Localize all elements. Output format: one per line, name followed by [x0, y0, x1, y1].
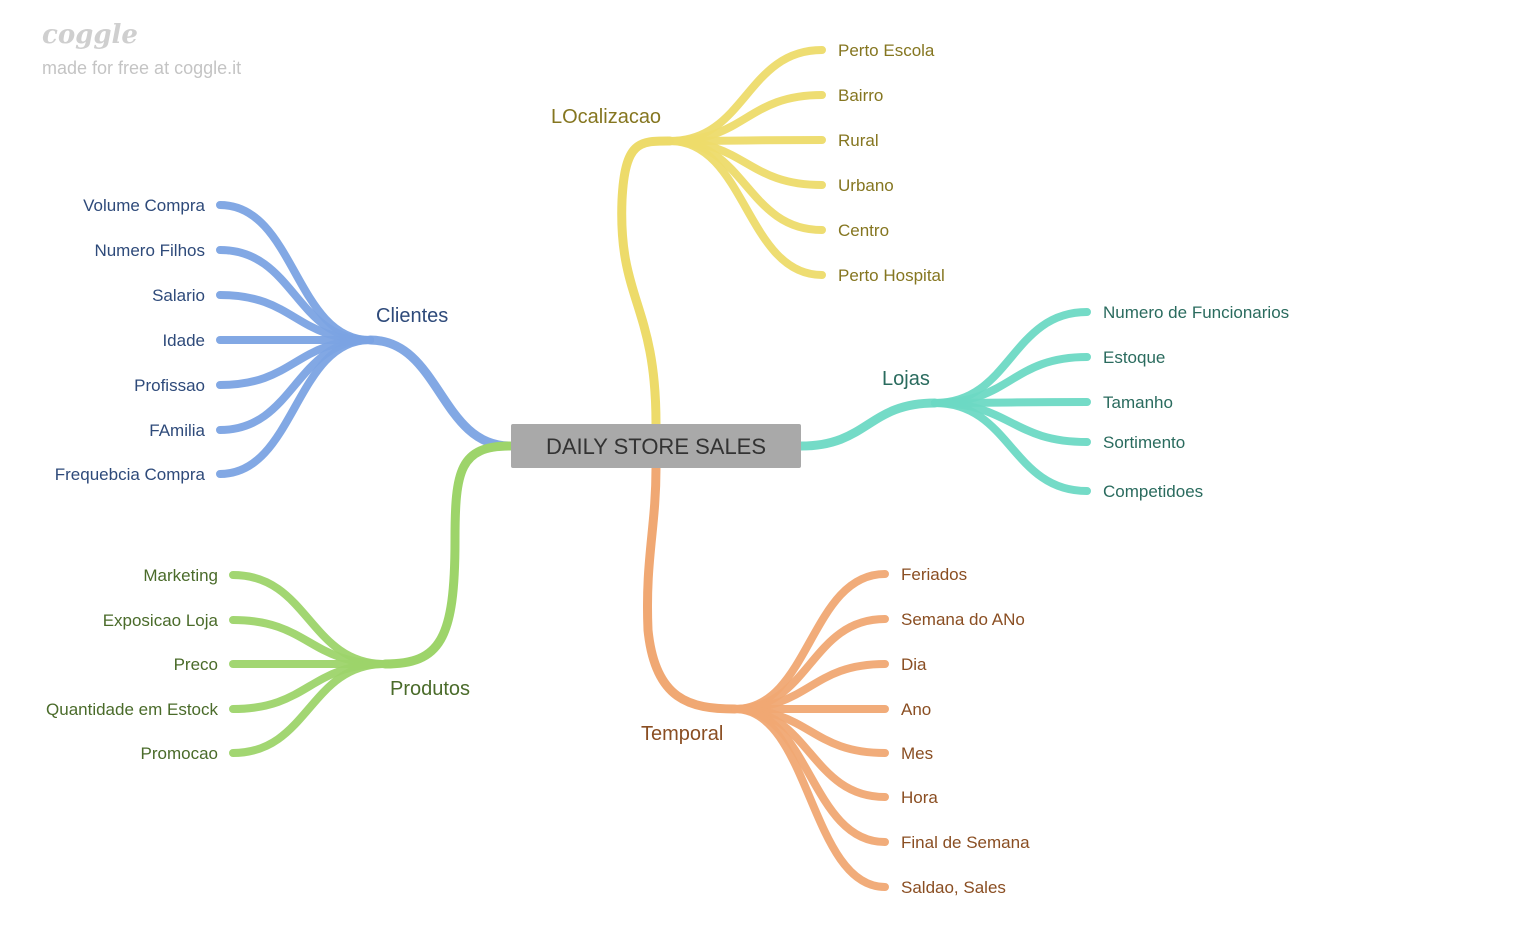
leaf-label-lojas[interactable]: Tamanho: [1103, 393, 1173, 412]
leaf-label-temporal[interactable]: Saldao, Sales: [901, 878, 1006, 897]
leaf-label-lojas[interactable]: Estoque: [1103, 348, 1165, 367]
branch-label-temporal[interactable]: Temporal: [641, 723, 723, 745]
leaf-label-temporal[interactable]: Hora: [901, 788, 938, 807]
branch-links: [216, 46, 1091, 891]
coggle-watermark: coggle made for free at coggle.it: [42, 20, 241, 79]
leaf-label-clientes[interactable]: Frequebcia Compra: [55, 465, 206, 484]
trunk-localizacao: [617, 136, 675, 429]
leaf-label-temporal[interactable]: Semana do ANo: [901, 610, 1025, 629]
leaf-label-lojas[interactable]: Competidoes: [1103, 482, 1203, 501]
leaf-label-lojas[interactable]: Sortimento: [1103, 433, 1185, 452]
leaf-label-clientes[interactable]: FAmilia: [149, 421, 205, 440]
coggle-logo: coggle: [42, 20, 138, 50]
trunk-lojas: [796, 398, 940, 451]
leaf-label-temporal[interactable]: Final de Semana: [901, 833, 1030, 852]
leaf-label-produtos[interactable]: Quantidade em Estock: [46, 700, 218, 719]
trunk-temporal: [643, 463, 740, 714]
leaf-link-localizacao: [666, 137, 826, 279]
leaf-label-temporal[interactable]: Mes: [901, 744, 933, 763]
leaf-label-localizacao[interactable]: Perto Escola: [838, 41, 935, 60]
leaf-label-clientes[interactable]: Volume Compra: [83, 196, 205, 215]
trunk-produtos: [380, 441, 515, 669]
leaf-label-localizacao[interactable]: Bairro: [838, 86, 883, 105]
trunk-clientes: [365, 335, 515, 451]
root-node-label[interactable]: DAILY STORE SALES: [546, 434, 766, 459]
root-node[interactable]: DAILY STORE SALES: [511, 424, 801, 468]
leaf-label-clientes[interactable]: Idade: [162, 331, 205, 350]
coggle-tagline: made for free at coggle.it: [42, 58, 242, 78]
leaf-label-localizacao[interactable]: Urbano: [838, 176, 894, 195]
leaf-link-clientes: [216, 336, 374, 478]
leaf-label-temporal[interactable]: Ano: [901, 700, 931, 719]
root-node-box[interactable]: [511, 424, 801, 468]
branch-label-localizacao[interactable]: LOcalizacao: [551, 106, 661, 128]
leaf-label-clientes[interactable]: Numero Filhos: [94, 241, 205, 260]
leaf-label-produtos[interactable]: Preco: [174, 655, 218, 674]
branch-label-produtos[interactable]: Produtos: [390, 678, 470, 700]
leaf-label-clientes[interactable]: Salario: [152, 286, 205, 305]
leaf-label-localizacao[interactable]: Centro: [838, 221, 889, 240]
leaf-label-temporal[interactable]: Dia: [901, 655, 927, 674]
leaf-link-temporal: [731, 705, 889, 891]
leaf-label-clientes[interactable]: Profissao: [134, 376, 205, 395]
leaf-label-temporal[interactable]: Feriados: [901, 565, 967, 584]
leaf-label-produtos[interactable]: Exposicao Loja: [103, 611, 219, 630]
leaf-link-lojas: [931, 399, 1091, 495]
leaf-label-produtos[interactable]: Marketing: [143, 566, 218, 585]
branch-label-clientes[interactable]: Clientes: [376, 305, 448, 327]
leaf-label-localizacao[interactable]: Perto Hospital: [838, 266, 945, 285]
leaf-link-produtos: [229, 660, 389, 757]
branch-label-lojas[interactable]: Lojas: [882, 368, 930, 390]
leaf-label-produtos[interactable]: Promocao: [141, 744, 218, 763]
leaf-label-localizacao[interactable]: Rural: [838, 131, 879, 150]
leaf-label-lojas[interactable]: Numero de Funcionarios: [1103, 303, 1289, 322]
